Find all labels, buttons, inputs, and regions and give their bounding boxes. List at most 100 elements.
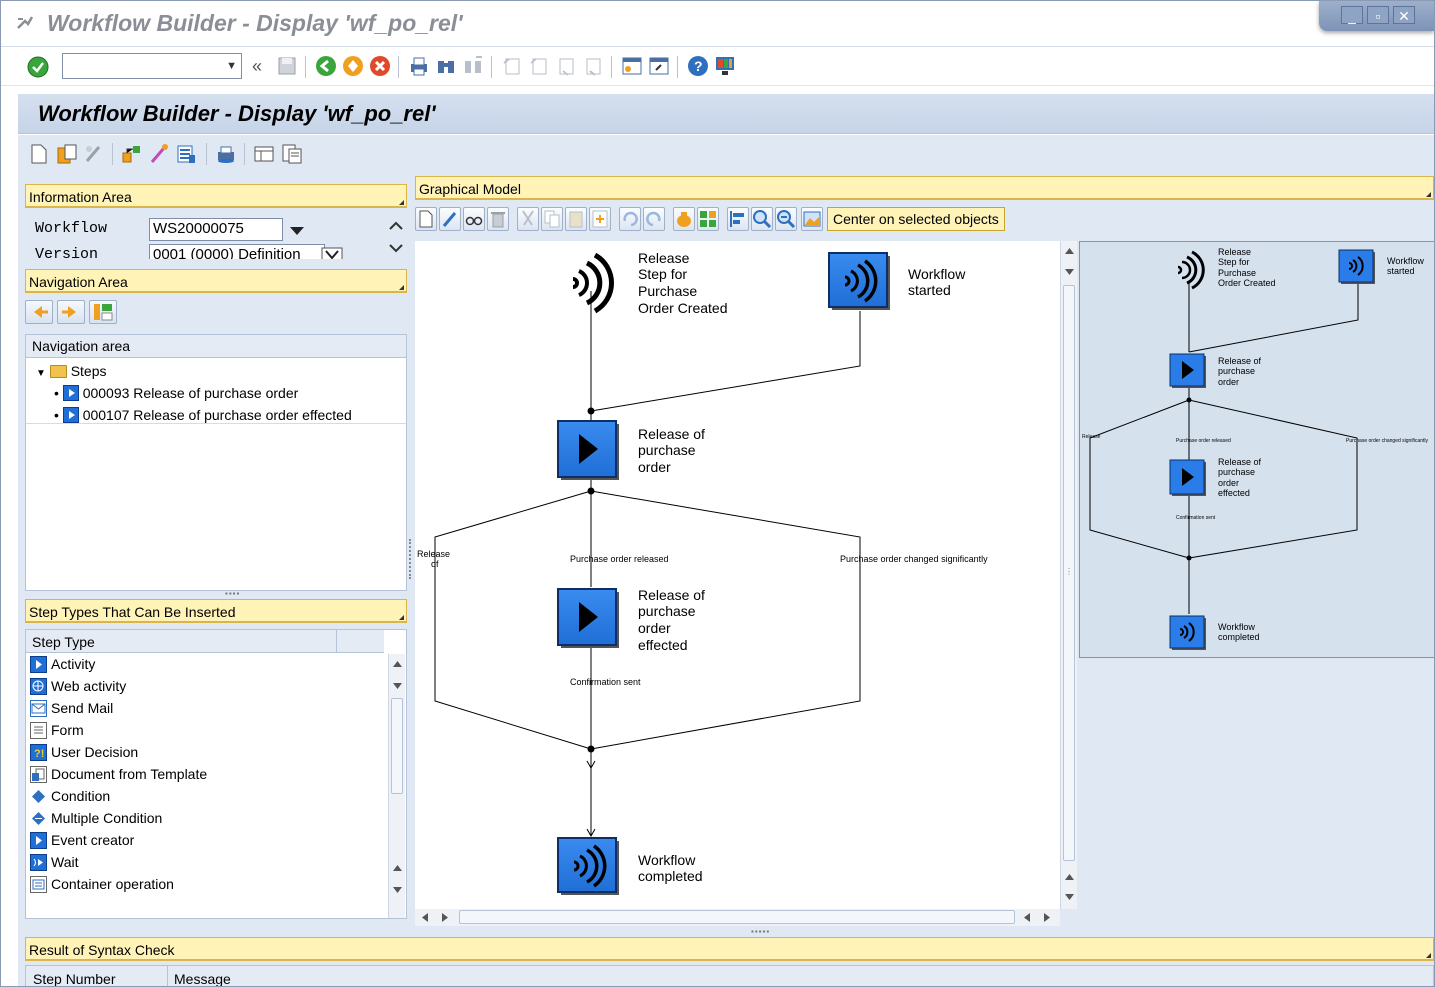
last-page-icon[interactable] bbox=[582, 55, 604, 77]
canvas-horizontal-scrollbar[interactable] bbox=[415, 909, 1060, 926]
navigation-area-header[interactable]: Navigation Area bbox=[25, 269, 407, 293]
first-page-icon[interactable] bbox=[501, 55, 523, 77]
graph-check-button[interactable] bbox=[673, 207, 695, 231]
test-icon[interactable] bbox=[175, 143, 197, 165]
new-document-icon[interactable] bbox=[29, 143, 49, 165]
message-column[interactable]: Message bbox=[174, 971, 231, 987]
chevron-down-icon[interactable]: ▼ bbox=[226, 60, 237, 72]
cancel-icon[interactable] bbox=[369, 55, 391, 77]
app-menu-icon[interactable] bbox=[15, 13, 35, 33]
scroll-up-icon[interactable] bbox=[1064, 873, 1075, 881]
scroll-left-icon[interactable] bbox=[1023, 912, 1031, 923]
nav-step-item[interactable]: • 000093 Release of purchase order bbox=[54, 385, 298, 401]
graphical-model-header[interactable]: Graphical Model bbox=[415, 176, 1434, 200]
exit-icon[interactable] bbox=[342, 55, 364, 77]
info-scroll-arrows-icon[interactable] bbox=[388, 217, 404, 257]
workflow-dropdown-icon[interactable] bbox=[288, 224, 306, 236]
graph-grid-button[interactable] bbox=[697, 207, 719, 231]
step-number-column[interactable]: Step Number bbox=[33, 971, 115, 987]
nav-back-button[interactable] bbox=[25, 300, 53, 324]
print-workflow-icon[interactable] bbox=[215, 143, 237, 165]
graph-delete-button[interactable] bbox=[487, 207, 509, 231]
overview-icon[interactable] bbox=[253, 143, 275, 165]
step-types-scrollbar[interactable] bbox=[388, 654, 405, 918]
step-type-item[interactable]: Web activity bbox=[30, 678, 126, 695]
graph-zoom-in-button[interactable] bbox=[751, 207, 773, 231]
effected-activity-node[interactable] bbox=[558, 589, 619, 648]
graph-zoom-out-button[interactable] bbox=[775, 207, 797, 231]
graph-display-button[interactable] bbox=[463, 207, 485, 231]
step-type-item[interactable]: Condition bbox=[30, 788, 110, 805]
previous-page-icon[interactable] bbox=[528, 55, 550, 77]
event-icon[interactable] bbox=[573, 255, 612, 311]
nav-step-item[interactable]: • 000107 Release of purchase order effec… bbox=[54, 407, 352, 423]
expand-triangle-icon[interactable]: ▼ bbox=[36, 368, 46, 379]
graph-new-button[interactable] bbox=[415, 207, 437, 231]
step-type-item[interactable]: Wait bbox=[30, 854, 78, 871]
check-structure-icon[interactable] bbox=[121, 143, 143, 165]
next-page-icon[interactable] bbox=[555, 55, 577, 77]
center-on-selected-button[interactable]: Center on selected objects bbox=[827, 207, 1005, 231]
graph-cut-button[interactable] bbox=[517, 207, 539, 231]
splitter-handle[interactable]: ⋮ bbox=[1065, 567, 1074, 576]
command-field[interactable]: ▼ bbox=[62, 53, 242, 79]
minimize-icon[interactable]: _ bbox=[1341, 6, 1363, 24]
graph-overview-button[interactable] bbox=[801, 207, 823, 231]
scroll-down-icon[interactable] bbox=[1064, 268, 1075, 276]
graph-insert-button[interactable] bbox=[589, 207, 611, 231]
scroll-down-icon[interactable] bbox=[392, 886, 403, 894]
collapse-double-chevron-icon[interactable]: « bbox=[252, 56, 262, 77]
information-area-header[interactable]: Information Area bbox=[25, 184, 407, 208]
step-type-item[interactable]: Event creator bbox=[30, 832, 134, 849]
customize-layout-icon[interactable] bbox=[714, 55, 736, 77]
scroll-thumb[interactable] bbox=[459, 910, 1015, 924]
step-type-item[interactable]: ?!User Decision bbox=[30, 744, 138, 761]
release-activity-node[interactable] bbox=[558, 421, 619, 480]
step-type-item[interactable]: Form bbox=[30, 722, 84, 739]
shortcut-icon[interactable] bbox=[648, 55, 670, 77]
scroll-up-icon[interactable] bbox=[1064, 247, 1075, 255]
graph-undo-button[interactable] bbox=[619, 207, 641, 231]
scroll-right-icon[interactable] bbox=[1043, 912, 1051, 923]
scroll-down-icon[interactable] bbox=[1064, 893, 1075, 901]
steps-folder[interactable]: ▼ Steps bbox=[36, 363, 107, 379]
documentation-icon[interactable] bbox=[281, 143, 303, 165]
splitter-handle[interactable]: ▪▪▪▪▪ bbox=[751, 927, 770, 936]
splitter-handle[interactable]: ▪▪▪▪ bbox=[225, 589, 240, 598]
step-type-item[interactable]: Activity bbox=[30, 656, 95, 673]
graph-align-button[interactable] bbox=[727, 207, 749, 231]
workflow-completed-node[interactable] bbox=[558, 838, 619, 895]
copy-version-icon[interactable] bbox=[56, 143, 78, 165]
scroll-left-icon[interactable] bbox=[421, 912, 429, 923]
help-icon[interactable]: ? bbox=[687, 55, 709, 77]
step-type-item[interactable]: Multiple Condition bbox=[30, 810, 162, 827]
new-session-icon[interactable] bbox=[621, 55, 643, 77]
scroll-down-icon[interactable] bbox=[392, 682, 403, 690]
workflow-started-node[interactable] bbox=[829, 253, 890, 310]
graph-edit-button[interactable] bbox=[439, 207, 461, 231]
enter-check-icon[interactable] bbox=[27, 56, 49, 78]
scroll-right-icon[interactable] bbox=[441, 912, 449, 923]
nav-display-button[interactable] bbox=[89, 300, 117, 324]
workflow-field[interactable]: WS20000075 bbox=[149, 218, 283, 241]
overview-minimap[interactable]: Release Step for Purchase Order Created … bbox=[1079, 241, 1435, 658]
save-icon[interactable] bbox=[276, 55, 298, 77]
graph-redo-button[interactable] bbox=[643, 207, 665, 231]
find-next-icon[interactable] bbox=[462, 55, 484, 77]
step-type-item[interactable]: Container operation bbox=[30, 876, 174, 893]
change-display-icon[interactable] bbox=[83, 143, 105, 165]
maximize-icon[interactable]: ▫ bbox=[1367, 6, 1389, 24]
step-types-header[interactable]: Step Types That Can Be Inserted bbox=[25, 599, 407, 623]
step-type-item[interactable]: Send Mail bbox=[30, 700, 113, 717]
version-field[interactable]: 0001 (0000) Definition bbox=[149, 244, 325, 259]
scroll-up-icon[interactable] bbox=[392, 660, 403, 668]
workflow-canvas[interactable]: Release Step for Purchase Order Created … bbox=[415, 241, 1060, 909]
activate-icon[interactable] bbox=[148, 143, 170, 165]
back-icon[interactable] bbox=[315, 55, 337, 77]
scroll-thumb[interactable] bbox=[391, 698, 403, 794]
graph-copy-button[interactable] bbox=[541, 207, 563, 231]
nav-forward-button[interactable] bbox=[57, 300, 85, 324]
step-type-item[interactable]: Document from Template bbox=[30, 766, 207, 783]
step-type-column-header[interactable]: Step Type bbox=[26, 630, 384, 653]
close-icon[interactable]: ✕ bbox=[1393, 6, 1415, 24]
